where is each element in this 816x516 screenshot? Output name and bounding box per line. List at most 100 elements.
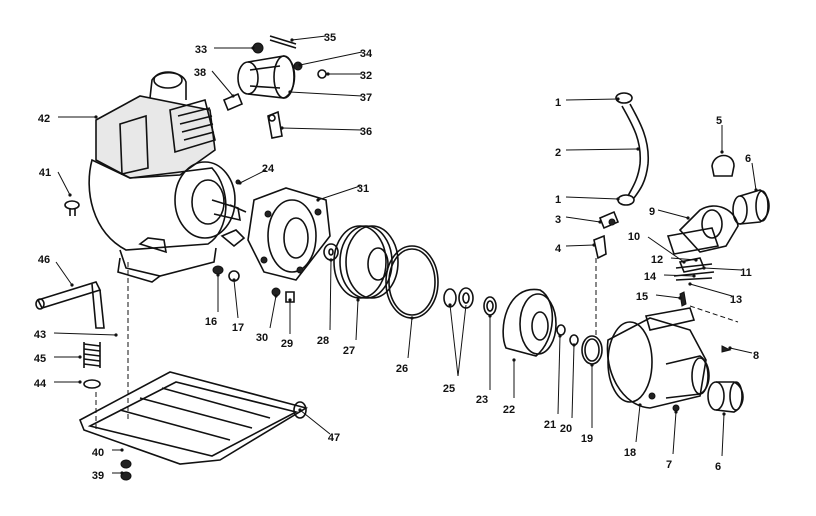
leader-line [317, 185, 361, 201]
leader-line [281, 127, 363, 131]
leader-arrow [70, 283, 74, 287]
part-number-label: 20 [560, 423, 572, 435]
leader-line [299, 409, 331, 435]
part-number-label: 22 [503, 404, 515, 416]
leader-line [663, 274, 695, 277]
callout-c13: 13 [688, 282, 742, 306]
leader-arrow [572, 343, 576, 347]
leader-line [657, 209, 689, 219]
leader-arrow [216, 273, 220, 277]
leader-line [233, 279, 239, 319]
cap-part-5 [711, 154, 735, 177]
leader-arrow [688, 282, 692, 286]
callout-c47: 47 [298, 408, 340, 444]
leader-arrow [558, 334, 562, 338]
part-number-label: 30 [256, 332, 268, 344]
part-number-label: 45 [34, 353, 46, 365]
part-number-label: 32 [360, 70, 372, 82]
callout-c12: 12 [651, 254, 698, 266]
callout-c11: 11 [702, 266, 752, 279]
callout-c44: 44 [34, 378, 82, 390]
leader-arrow [410, 316, 414, 320]
leader-arrow [251, 46, 255, 50]
leader-line [239, 169, 267, 184]
leader-arrow [120, 448, 124, 452]
callout-c21: 21 [544, 334, 562, 431]
leader-arrow [682, 260, 686, 264]
leader-arrow [326, 72, 330, 76]
fitting-part-6-upper [732, 189, 770, 225]
part-number-label: 18 [624, 447, 636, 459]
part-number-label: 10 [628, 231, 640, 243]
part-number-label: 31 [357, 183, 369, 195]
part-number-label: 5 [716, 115, 722, 127]
leader-line [672, 411, 677, 455]
leader-arrow [616, 197, 620, 201]
leader-arrow [68, 193, 72, 197]
part-number-label: 17 [232, 322, 244, 334]
air-cleaner-part-37 [237, 55, 296, 99]
leader-arrow [280, 126, 284, 130]
leader-line [689, 283, 733, 297]
callout-c38: 38 [194, 67, 235, 98]
part-number-label: 29 [281, 338, 293, 350]
callout-c1a: 1 [555, 97, 620, 109]
part-number-label: 15 [636, 291, 648, 303]
leader-line [729, 347, 753, 354]
part-number-label: 43 [34, 329, 46, 341]
leader-arrow [78, 355, 82, 359]
plug-part-7 [672, 404, 680, 412]
callout-c25: 25 [443, 303, 467, 395]
leader-line [721, 413, 725, 457]
callout-c16: 16 [205, 273, 220, 328]
part-number-label: 21 [544, 419, 556, 431]
callout-c35: 35 [290, 32, 336, 44]
part-number-label: 2 [555, 147, 561, 159]
part-number-label: 34 [360, 48, 373, 60]
handle-part-46 [35, 281, 105, 329]
part-number-label: 8 [753, 350, 759, 362]
leader-line [291, 35, 327, 41]
leader-line [299, 51, 363, 66]
callout-c26: 26 [396, 316, 414, 375]
leader-line [565, 148, 639, 151]
callout-c3: 3 [555, 214, 602, 226]
leader-arrow [78, 380, 82, 384]
part-number-label: 37 [360, 92, 372, 104]
callout-c17: 17 [232, 278, 244, 334]
leader-line [655, 294, 681, 299]
callout-c42: 42 [38, 113, 98, 125]
leader-line [289, 91, 363, 97]
leader-line [565, 196, 619, 200]
small-parts-33-38 [222, 35, 327, 139]
callout-c40: 40 [92, 447, 124, 459]
leader-line [211, 70, 234, 97]
leader-arrow [288, 298, 292, 302]
leader-arrow [288, 90, 292, 94]
pump-housing-part-18 [606, 307, 710, 409]
elbow-part-3 [598, 210, 620, 230]
leader-arrow [728, 346, 732, 350]
part-number-label: 44 [34, 378, 47, 390]
leader-arrow [232, 278, 236, 282]
part-number-label: 28 [317, 335, 329, 347]
part-number-label: 4 [555, 243, 562, 255]
leader-line [55, 261, 73, 286]
leader-arrow [592, 243, 596, 247]
seal-part-23 [483, 296, 497, 316]
part-number-label: 27 [343, 345, 355, 357]
leader-line [647, 236, 685, 263]
part-number-label: 40 [92, 447, 104, 459]
leader-line [635, 404, 641, 443]
callout-c10: 10 [628, 231, 686, 264]
spring-part-45 [83, 342, 101, 368]
leader-line [703, 267, 743, 271]
part-number-label: 26 [396, 363, 408, 375]
part-number-label: 14 [644, 271, 657, 283]
leader-line [571, 344, 575, 419]
callout-c4: 4 [555, 243, 596, 255]
callout-c36: 36 [280, 126, 372, 138]
callout-c46: 46 [38, 254, 74, 287]
